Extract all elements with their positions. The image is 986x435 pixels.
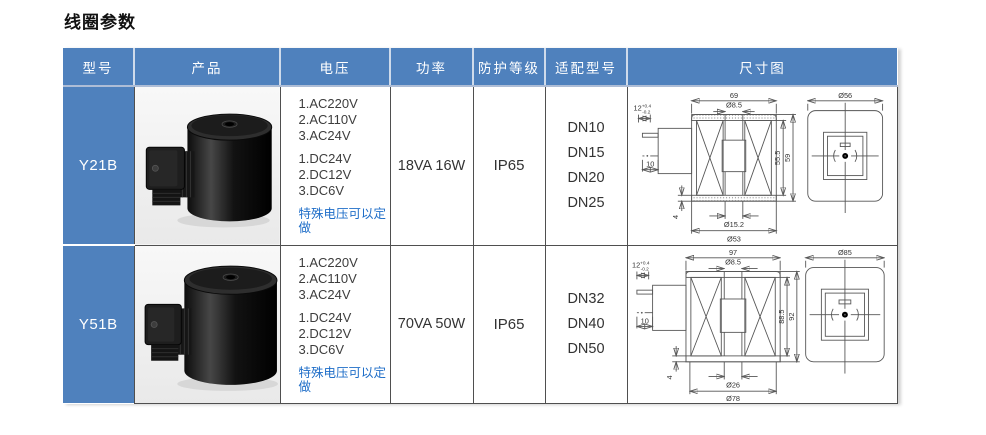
table-row-y21b: Y21B <box>63 85 898 246</box>
voltage-dc-line: 2.DC12V <box>298 167 352 183</box>
voltage-dc-line: 2.DC12V <box>298 325 352 341</box>
fit-model: DN50 <box>567 340 605 357</box>
fit-model: DN32 <box>567 290 605 307</box>
product-cell <box>133 244 281 404</box>
voltage-dc-line: 1.DC24V <box>298 151 352 167</box>
voltage-ac-line: 1.AC220V <box>298 96 358 112</box>
fit-model: DN40 <box>567 315 605 332</box>
voltage-custom-note: 特殊电压可以定做 <box>298 365 387 394</box>
voltage-dc-line: 1.DC24V <box>298 309 352 325</box>
dim-label-overall-width: 97 <box>728 247 736 256</box>
dimension-drawing-y21b: 69 Ø8.5 <box>633 91 897 244</box>
power-cell: 18VA 16W <box>389 85 474 246</box>
dim-label-body-dia: Ø53 <box>726 235 740 244</box>
dim-label-coil-height: 88.5 <box>777 309 786 323</box>
col-header-voltage: 电压 <box>280 48 391 87</box>
dimension-drawing-cell: 97 Ø8.5 <box>626 244 898 404</box>
col-header-model: 型号 <box>63 48 135 87</box>
voltage-ac-line: 2.AC110V <box>298 270 357 286</box>
protection-cell: IP65 <box>472 244 546 404</box>
product-photo <box>134 245 280 403</box>
dimension-drawing-cell: 69 Ø8.5 <box>626 85 898 246</box>
voltage-dc-line: 3.DC6V <box>298 341 345 357</box>
page-title: 线圈参数 <box>64 13 136 32</box>
dim-label-overall-height: 59 <box>783 154 792 162</box>
protection-cell: IP65 <box>472 85 546 246</box>
dim-label-tolerance: 12+0.4-0.2 <box>633 104 651 116</box>
model-cell: Y51B <box>63 245 135 403</box>
fit-model: DN15 <box>567 144 605 161</box>
voltage-ac-line: 1.AC220V <box>298 254 358 270</box>
fit-model: DN20 <box>567 169 605 186</box>
table-row-y51b: Y51B <box>63 244 898 404</box>
model-cell: Y21B <box>63 86 135 246</box>
product-cell <box>133 85 281 246</box>
dim-label-top-hole: Ø8.5 <box>725 257 741 266</box>
fit-models-cell: DN10 DN15 DN20 DN25 <box>544 85 628 246</box>
dim-label-pin-length: 10 <box>640 316 648 325</box>
dim-label-coil-height: 55.5 <box>773 151 782 165</box>
dim-label-bore: Ø26 <box>726 380 740 389</box>
voltage-ac-line: 3.AC24V <box>298 128 351 144</box>
product-photo <box>134 87 280 245</box>
fit-models-cell: DN32 DN40 DN50 <box>544 244 628 404</box>
dim-label-base-height: 4 <box>665 375 674 379</box>
fit-model: DN25 <box>567 194 605 211</box>
dim-label-body-dia: Ø78 <box>726 394 740 403</box>
dim-label-face-dia: Ø85 <box>837 247 851 256</box>
fit-model: DN10 <box>567 119 605 136</box>
dim-label-tolerance: 12+0.4-0.2 <box>631 260 649 272</box>
voltage-cell: 1.AC220V 2.AC110V 3.AC24V 1.DC24V 2.DC12… <box>279 244 391 404</box>
power-cell: 70VA 50W <box>389 244 474 404</box>
table-header-row: 型号 产品 电压 功率 防护等级 适配型号 尺寸图 <box>63 48 897 87</box>
voltage-ac-line: 3.AC24V <box>298 286 351 302</box>
voltage-dc-line: 3.DC6V <box>298 183 345 199</box>
coil-parameters-table: 型号 产品 电压 功率 防护等级 适配型号 尺寸图 Y21B <box>63 48 898 404</box>
col-header-product: 产品 <box>134 48 281 87</box>
dim-label-bore: Ø15.2 <box>723 220 743 229</box>
dimension-drawing-y51b: 97 Ø8.5 <box>631 247 897 403</box>
col-header-protection: 防护等级 <box>473 48 546 87</box>
voltage-cell: 1.AC220V 2.AC110V 3.AC24V 1.DC24V 2.DC12… <box>279 85 391 246</box>
dim-label-base-height: 4 <box>670 215 679 219</box>
voltage-ac-line: 2.AC110V <box>298 112 357 128</box>
col-header-dimensions: 尺寸图 <box>627 48 897 87</box>
col-header-fit: 适配型号 <box>545 48 628 87</box>
dim-label-overall-width: 69 <box>729 91 737 100</box>
dim-label-overall-height: 92 <box>786 312 795 320</box>
dim-label-face-dia: Ø56 <box>838 91 852 100</box>
dim-label-pin-length: 10 <box>646 160 654 169</box>
voltage-custom-note: 特殊电压可以定做 <box>298 207 387 236</box>
dim-label-top-hole: Ø8.5 <box>725 101 741 110</box>
col-header-power: 功率 <box>390 48 474 87</box>
